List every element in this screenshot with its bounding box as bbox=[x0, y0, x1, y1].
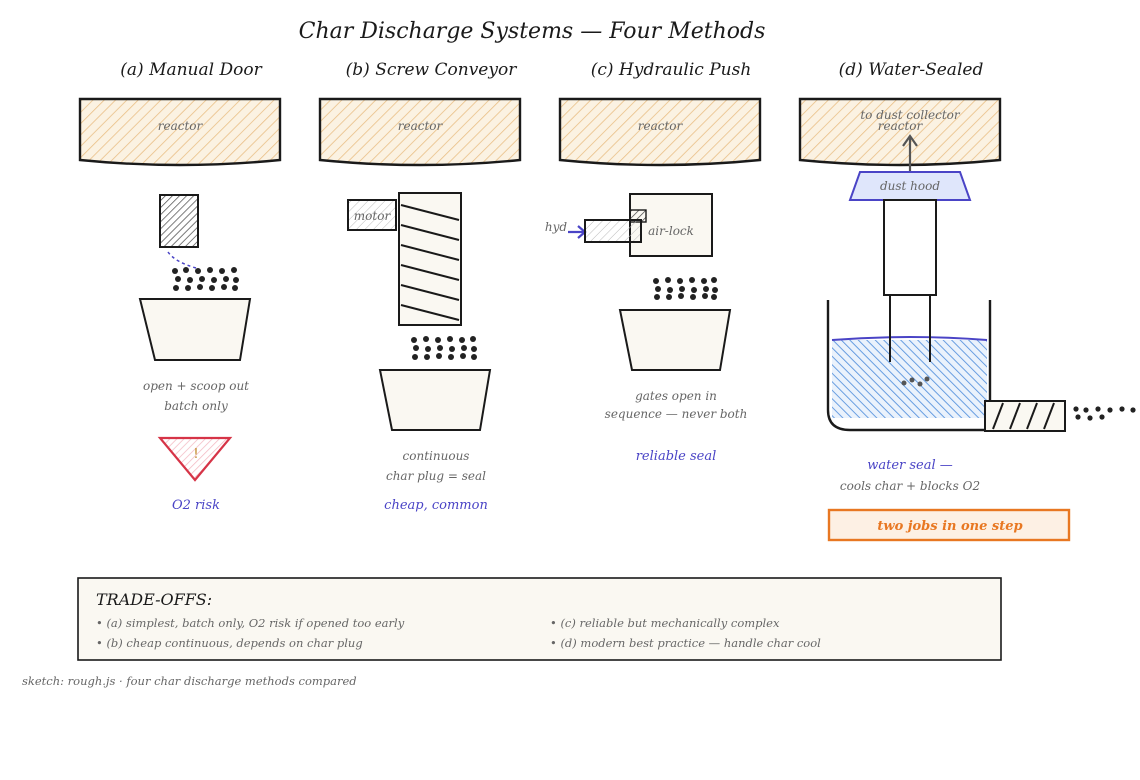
hyd-label: hyd bbox=[545, 220, 568, 234]
panel-d-heading: (d) Water-Sealed bbox=[839, 60, 984, 80]
reactor-d: to dust collector reactor bbox=[798, 97, 1002, 167]
water-tank bbox=[826, 295, 992, 432]
manual-door bbox=[159, 194, 199, 269]
char-particles-c bbox=[653, 277, 718, 300]
panel-c-note-2: sequence — never both bbox=[605, 407, 748, 421]
tradeoffs-panel: TRADE-OFFS: • (a) simplest, batch only, … bbox=[77, 577, 1002, 661]
panel-a-tag: O2 risk bbox=[172, 498, 220, 513]
panel-c-note-1: gates open in bbox=[635, 389, 717, 403]
panel-c-tag: reliable seal bbox=[636, 449, 717, 464]
char-particles-d bbox=[1073, 406, 1136, 421]
panel-c-heading: (c) Hydraulic Push bbox=[591, 60, 752, 80]
reactor-b: reactor bbox=[318, 97, 522, 167]
collection-bin-c bbox=[618, 309, 732, 371]
tradeoffs-heading: TRADE-OFFS: bbox=[96, 590, 212, 609]
airlock-housing: air-lock bbox=[629, 193, 713, 257]
panel-b-note-2: char plug = seal bbox=[386, 469, 486, 483]
diagram-title: Char Discharge Systems — Four Methods bbox=[299, 19, 766, 44]
char-particles-a bbox=[172, 267, 239, 291]
panel-d-note: cools char + blocks O2 bbox=[840, 479, 980, 493]
reactor-b-label: reactor bbox=[398, 119, 444, 133]
tradeoff-a: • (a) simplest, batch only, O2 risk if o… bbox=[96, 616, 405, 630]
panel-a-note-2: batch only bbox=[164, 399, 228, 413]
reactor-a: reactor bbox=[78, 97, 282, 167]
caption: sketch: rough.js · four char discharge m… bbox=[22, 674, 357, 688]
panel-b-note-1: continuous bbox=[403, 449, 470, 463]
panel-a-note-1: open + scoop out bbox=[143, 379, 249, 393]
motor-box: motor bbox=[347, 199, 397, 231]
dust-collector-label: to dust collector bbox=[860, 108, 961, 122]
callout-text: two jobs in one step bbox=[877, 519, 1022, 534]
panel-b-tag: cheap, common bbox=[384, 498, 488, 513]
output-screw bbox=[984, 400, 1066, 432]
tradeoff-d: • (d) modern best practice — handle char… bbox=[550, 636, 821, 650]
reactor-a-label: reactor bbox=[158, 119, 204, 133]
dust-hood: dust hood bbox=[848, 171, 972, 201]
warning-icon: ! bbox=[157, 436, 233, 482]
tradeoff-b: • (b) cheap continuous, depends on char … bbox=[96, 636, 363, 650]
screw-conveyor bbox=[398, 192, 462, 326]
panel-b-heading: (b) Screw Conveyor bbox=[346, 60, 518, 80]
collection-bin-a bbox=[138, 298, 252, 361]
tradeoff-c: • (c) reliable but mechanically complex bbox=[550, 616, 780, 630]
reactor-d-label: reactor bbox=[878, 119, 924, 133]
reactor-c-label: reactor bbox=[638, 119, 684, 133]
motor-label: motor bbox=[354, 209, 392, 223]
hydraulic-ram bbox=[584, 219, 642, 243]
airlock-label: air-lock bbox=[648, 224, 694, 238]
collection-bin-b bbox=[378, 369, 492, 431]
dust-collector-arrow-icon bbox=[902, 134, 918, 172]
dust-hood-label: dust hood bbox=[880, 179, 940, 193]
callout-box: two jobs in one step bbox=[827, 508, 1071, 542]
panel-d-tag: water seal — bbox=[867, 458, 953, 473]
panel-a-heading: (a) Manual Door bbox=[120, 60, 262, 80]
warning-symbol: ! bbox=[193, 447, 198, 462]
char-particles-b bbox=[411, 336, 477, 360]
hyd-arrow-icon bbox=[568, 225, 587, 239]
reactor-c: reactor bbox=[558, 97, 762, 167]
discharge-chute bbox=[883, 199, 937, 296]
